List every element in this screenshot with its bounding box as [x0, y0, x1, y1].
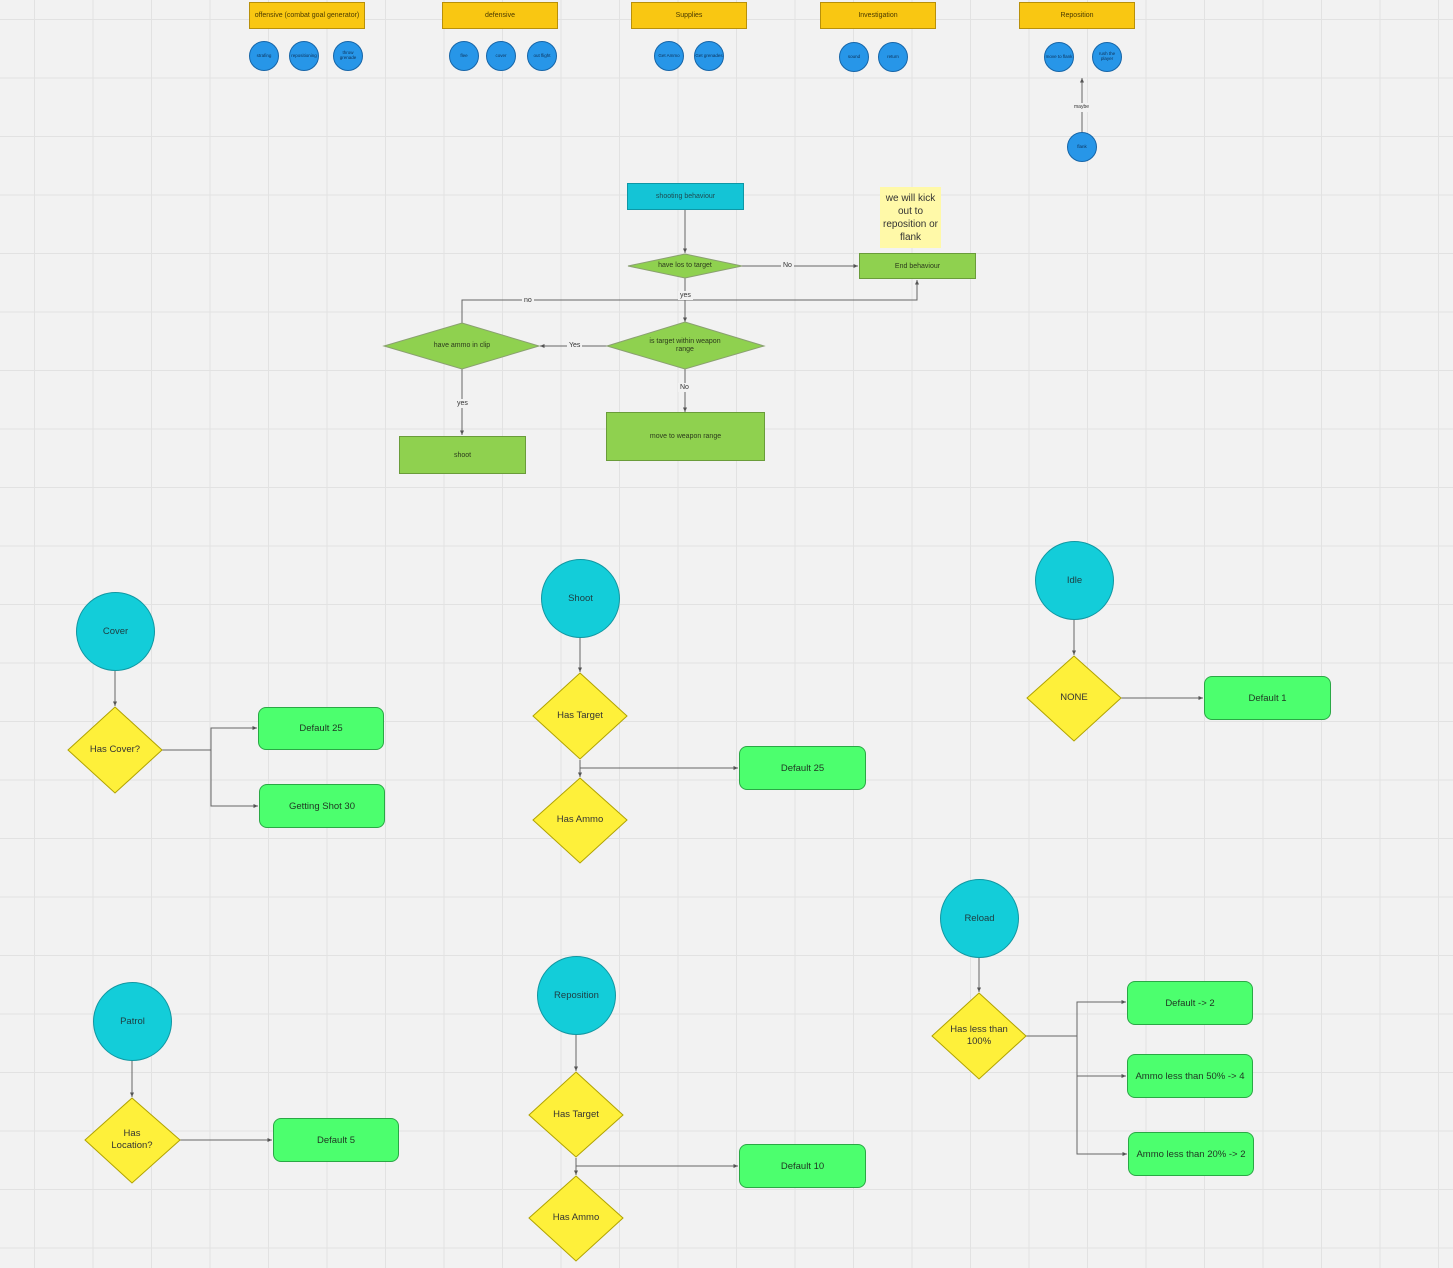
node-out-flight[interactable]: out flight: [527, 41, 557, 71]
shoot-root[interactable]: Shoot: [541, 559, 620, 638]
node-sound[interactable]: sound: [839, 42, 869, 72]
reload-result-default[interactable]: Default -> 2: [1127, 981, 1253, 1025]
decision-ammo: [382, 322, 541, 370]
reload-result-50[interactable]: Ammo less than 50% -> 4: [1127, 1054, 1253, 1098]
ammo-label: have ammo in clip: [433, 341, 491, 349]
cover-result-getting-shot[interactable]: Getting Shot 30: [259, 784, 385, 828]
reload-condition: Has less than 100%: [950, 1024, 1008, 1047]
edge-reload-r3: [1076, 1036, 1127, 1156]
move-to-weapon-range[interactable]: move to weapon range: [606, 412, 765, 461]
node-strafing[interactable]: strafing: [249, 41, 279, 71]
shoot-result[interactable]: Default 25: [739, 746, 866, 790]
edge-label-no-ammo: no: [522, 296, 534, 305]
patrol-condition: Has Location?: [111, 1128, 153, 1151]
edge-label-yes-range: Yes: [567, 341, 583, 350]
edge-label-no-los: No: [781, 261, 794, 270]
node-flee[interactable]: flee: [449, 41, 479, 71]
edge-label-maybe: maybe: [1072, 103, 1092, 112]
reload-result-20[interactable]: Ammo less than 20% -> 2: [1128, 1132, 1254, 1176]
edge-cover-r1: [162, 726, 257, 751]
node-rush-player[interactable]: rush the player: [1092, 42, 1122, 72]
category-defensive[interactable]: defensive: [442, 2, 558, 29]
node-move-to-flank[interactable]: move to flank: [1044, 42, 1074, 72]
reposition-root[interactable]: Reposition: [537, 956, 616, 1035]
reposition-result[interactable]: Default 10: [739, 1144, 866, 1188]
category-reposition[interactable]: Reposition: [1019, 2, 1135, 29]
node-get-ammo[interactable]: Get Ammo: [654, 41, 684, 71]
node-get-grenades[interactable]: Get grenades: [694, 41, 724, 71]
reposition-condition-ammo: Has Ammo: [552, 1212, 600, 1224]
edge-label-yes-ammo: yes: [455, 399, 470, 408]
category-investigation[interactable]: Investigation: [820, 2, 936, 29]
category-offensive[interactable]: offensive (combat goal generator): [249, 2, 365, 29]
diamond-repo-target: [528, 1071, 624, 1158]
diamond-idle: [1026, 655, 1122, 742]
diamond-cover: [67, 706, 163, 794]
idle-root[interactable]: Idle: [1035, 541, 1114, 620]
shooting-start[interactable]: shooting behaviour: [627, 183, 744, 210]
patrol-root[interactable]: Patrol: [93, 982, 172, 1061]
node-flank[interactable]: flank: [1067, 132, 1097, 162]
patrol-result[interactable]: Default 5: [273, 1118, 399, 1162]
cover-condition-label: Has Cover?: [89, 744, 141, 756]
reload-root[interactable]: Reload: [940, 879, 1019, 958]
edge-reload-r2: [1076, 1036, 1126, 1078]
cover-root[interactable]: Cover: [76, 592, 155, 671]
edge-label-yes-los: yes: [678, 291, 693, 300]
shoot-condition-ammo: Has Ammo: [556, 814, 604, 826]
los-label: have los to target: [658, 261, 712, 269]
diamond-shoot-target: [532, 672, 628, 760]
range-label: is target within weapon range: [649, 337, 721, 353]
shoot-condition-target: Has Target: [557, 710, 603, 722]
edge-cover-r2: [210, 750, 258, 808]
decision-range: [605, 321, 766, 370]
category-supplies[interactable]: Supplies: [631, 2, 747, 29]
node-repositioning[interactable]: repositioning: [289, 41, 319, 71]
diamond-repo-ammo: [528, 1175, 624, 1262]
node-throw-grenade[interactable]: throw grenade: [333, 41, 363, 71]
sticky-note[interactable]: we will kick out to reposition or flank: [880, 187, 941, 248]
idle-condition: NONE: [1060, 692, 1088, 704]
node-cover[interactable]: cover: [486, 41, 516, 71]
cover-result-default[interactable]: Default 25: [258, 707, 384, 750]
diamond-shoot-ammo: [532, 777, 628, 864]
reposition-condition-target: Has Target: [553, 1109, 599, 1121]
edge-label-no-range: No: [678, 383, 691, 392]
node-return[interactable]: return: [878, 42, 908, 72]
diamond-reload: [931, 992, 1027, 1080]
edge-reload-r1: [1026, 1000, 1126, 1037]
shoot-action[interactable]: shoot: [399, 436, 526, 474]
idle-result[interactable]: Default 1: [1204, 676, 1331, 720]
decision-los: [627, 253, 743, 279]
diamond-patrol: [84, 1097, 181, 1184]
end-behaviour[interactable]: End behaviour: [859, 253, 976, 279]
